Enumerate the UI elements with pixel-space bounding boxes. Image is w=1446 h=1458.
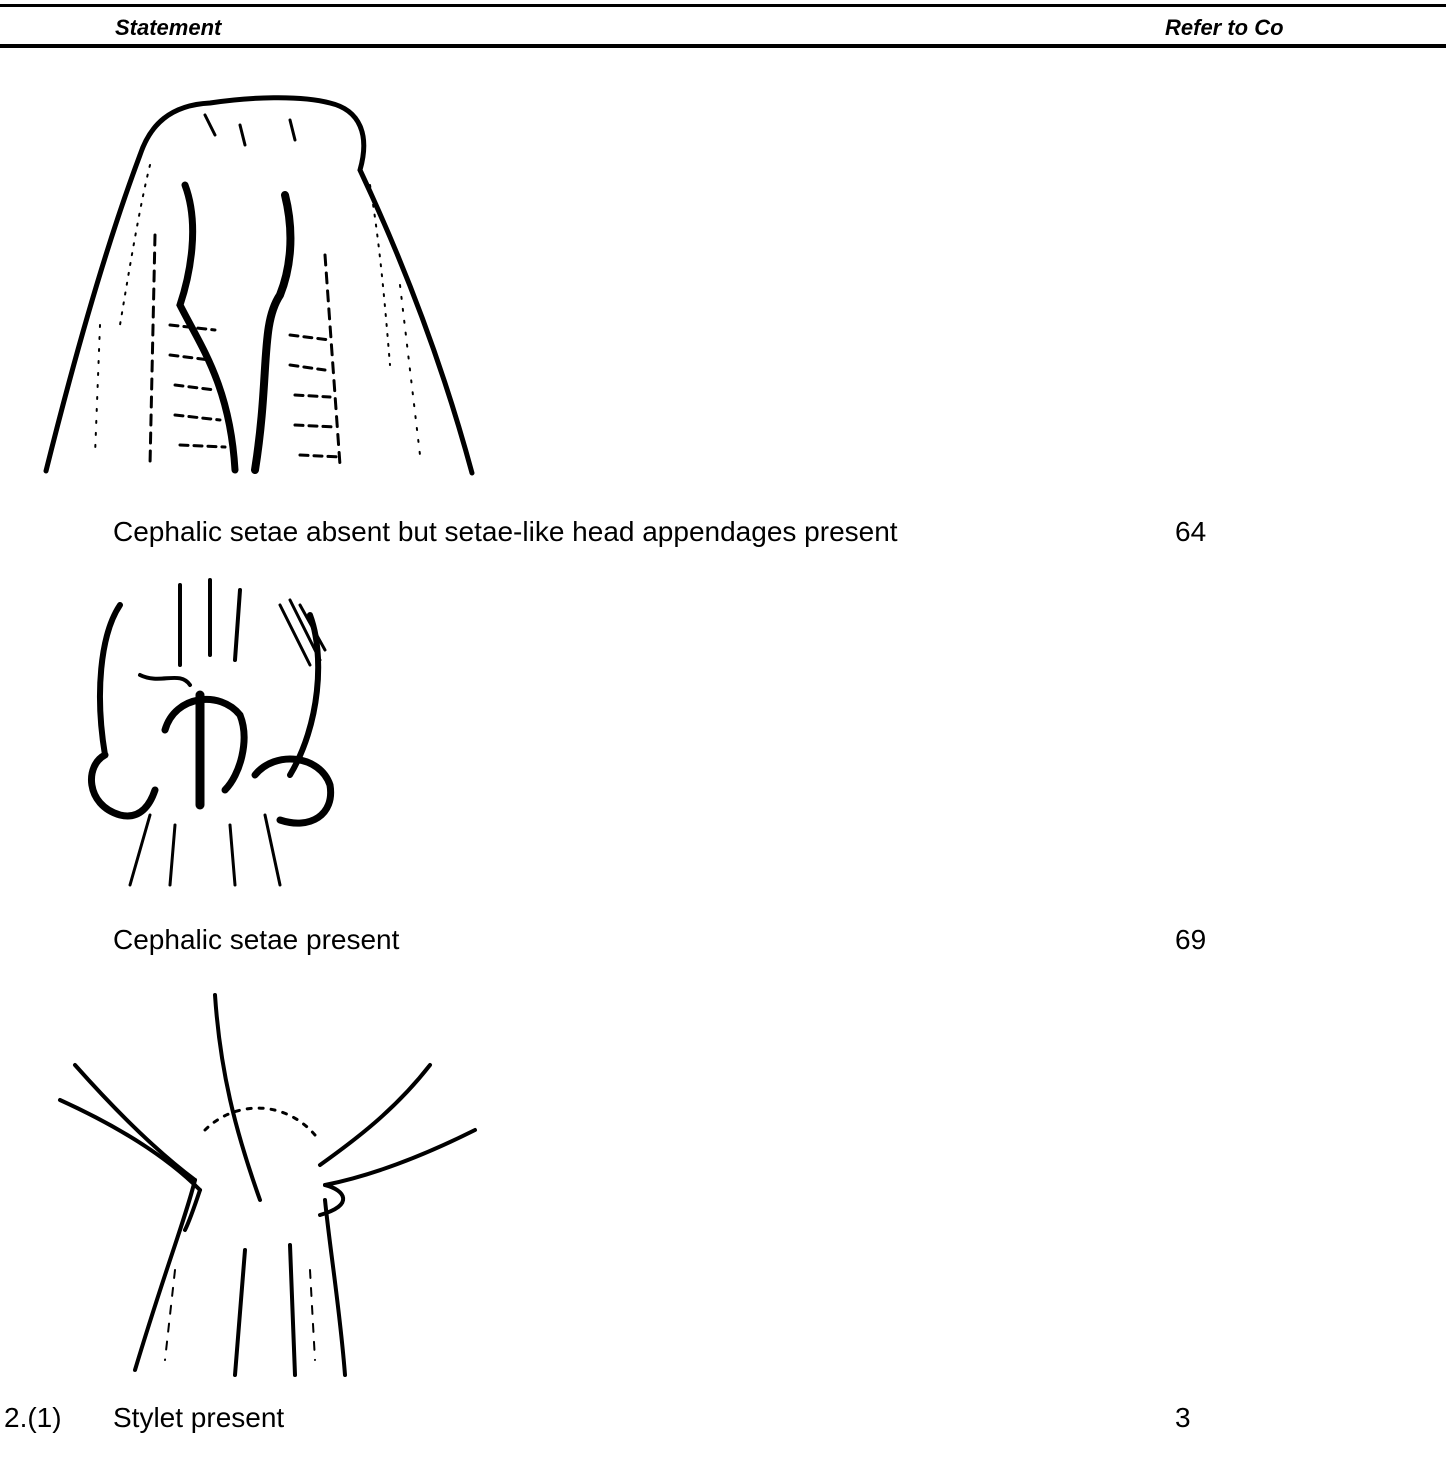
statement-column-header: Statement — [115, 15, 221, 41]
entry-1-statement: Cephalic setae absent but setae-like hea… — [113, 516, 898, 548]
entry-3-refer: 3 — [1175, 1402, 1191, 1434]
nematode-head-setae-icon — [80, 575, 340, 895]
header-bottom-rule — [0, 44, 1446, 48]
entry-2-statement: Cephalic setae present — [113, 924, 399, 956]
nematode-head-appendages-icon — [40, 85, 480, 480]
nematode-head-figure-3 — [55, 990, 485, 1385]
nematode-head-stylet-icon — [55, 990, 485, 1385]
entry-2-refer: 69 — [1175, 924, 1206, 956]
entry-1-refer: 64 — [1175, 516, 1206, 548]
entry-3-statement: Stylet present — [113, 1402, 284, 1434]
nematode-head-figure-2 — [80, 575, 340, 895]
refer-column-header: Refer to Co — [1165, 15, 1310, 41]
nematode-head-figure-1 — [40, 85, 480, 480]
header-top-rule — [0, 4, 1446, 7]
entry-3-couplet-number: 2.(1) — [4, 1402, 62, 1434]
